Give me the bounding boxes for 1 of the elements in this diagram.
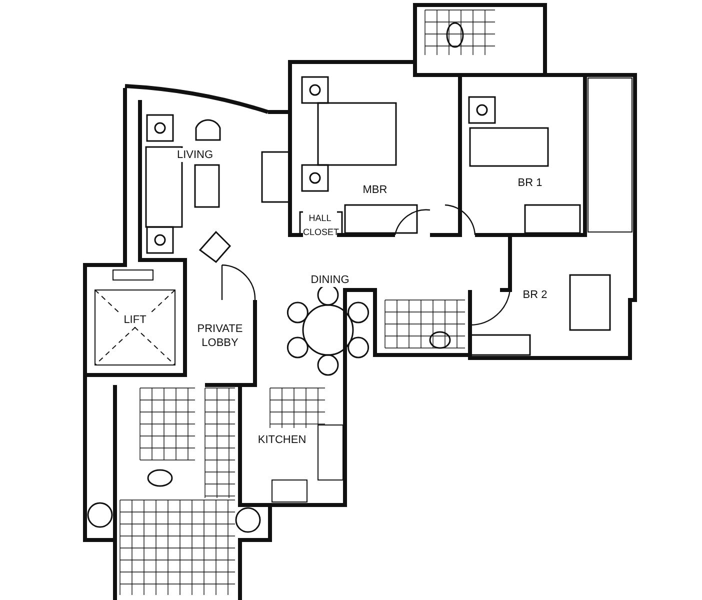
room-label: HALL CLOSET [303, 211, 337, 239]
